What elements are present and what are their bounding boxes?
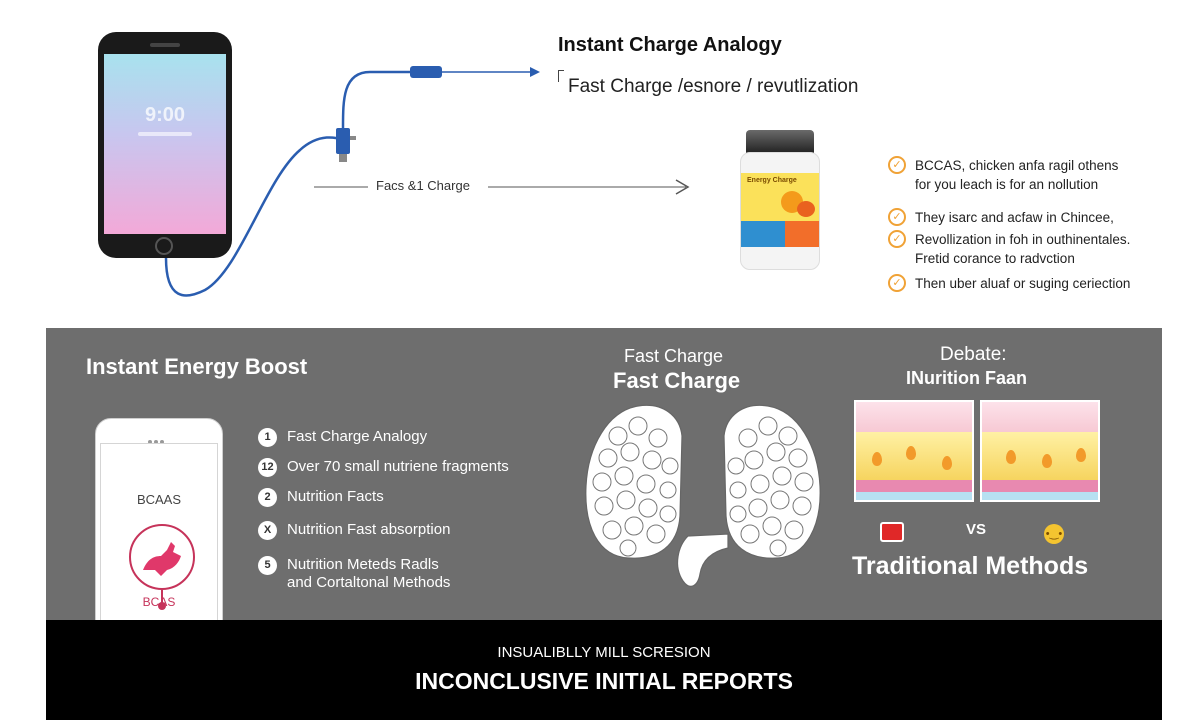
arrow-right-icon (675, 179, 690, 195)
list-item: 1 Fast Charge Analogy (258, 428, 427, 447)
checklist-line: BCCAS, chicken anfa ragil othens (915, 158, 1119, 173)
list-item: 2 Nutrition Facts (258, 488, 384, 507)
arrow-label: Facs &1 Charge (372, 178, 474, 193)
phone-speaker (150, 43, 180, 47)
top-subtitle: Fast Charge /esnore / revutlization (568, 76, 859, 97)
supplement-bottle-image: Energy Charge (738, 130, 822, 270)
phone-inner-screen: BCAAS (100, 443, 218, 625)
cable-lower (164, 136, 346, 297)
top-section: 9:00 Instant Charge Analogy Fast Charge … (0, 0, 1200, 328)
vs-label: VS (966, 521, 987, 538)
charging-cable-diagram (164, 66, 690, 297)
phone-camera-dots (148, 431, 170, 444)
fast-charge-heading: Fast Charge (613, 368, 741, 393)
checklist-line: Then uber aluaf or suging ceriection (915, 276, 1131, 291)
red-box-icon (880, 522, 904, 542)
usb-connector-top (410, 66, 442, 78)
number-badge: 12 (258, 458, 277, 477)
checklist-line: Revollization in foh in outhinentales. (915, 232, 1131, 247)
tissue-illustration-right (980, 400, 1100, 502)
number-badge: X (258, 521, 277, 540)
list-item-text: Nutrition Meteds Radls (287, 556, 439, 573)
bottle-label-text: Energy Charge (747, 177, 797, 184)
tissue-illustration-left (854, 400, 974, 502)
traditional-methods-heading: Traditional Methods (852, 552, 1089, 580)
number-badge: 1 (258, 428, 277, 447)
list-item: X Nutrition Fast absorption (258, 521, 450, 540)
pin-stem (161, 590, 163, 604)
subtitle-bracket (558, 70, 564, 82)
number-badge: 5 (258, 556, 277, 575)
cable-upper (341, 70, 410, 129)
fast-charge-caption: Fast Charge (624, 346, 724, 366)
number-badge: 2 (258, 488, 277, 507)
list-item: 12 Over 70 small nutriene fragments (258, 458, 509, 477)
orange-slice-icon (797, 201, 815, 217)
debate-subtitle: INurition Faan (906, 368, 1027, 388)
phone-clock-subline (138, 132, 192, 136)
top-title: Instant Charge Analogy (558, 34, 782, 56)
list-item: 5 Nutrition Meteds Radls and Cortaltonal… (258, 556, 450, 592)
phone-illustration: BCAAS BCAS (95, 418, 223, 640)
pin-knob (158, 602, 166, 610)
checklist-line: for you leach is for an nollution (915, 177, 1099, 192)
check-circle-icon: ✓ (888, 274, 906, 292)
emoji-face-icon: •‿• (1044, 524, 1064, 544)
smartphone-image: 9:00 (98, 32, 232, 258)
debate-title: Debate: (940, 344, 1007, 365)
list-item-text: Nutrition Facts (287, 488, 384, 505)
list-item-text: Fast Charge Analogy (287, 428, 428, 445)
checklist-item: ✓ They isarc and acfaw in Chincee, (888, 208, 1114, 227)
bottle-cap (746, 130, 814, 154)
chicken-icon (129, 524, 195, 590)
banner-subtitle: INSUALIBLLY MILL SCRESION (497, 644, 711, 661)
bottle-body: Energy Charge (740, 152, 820, 270)
checklist-item: ✓ Revollization in foh in outhinentales.… (888, 230, 1130, 268)
checklist-line: Fretid corance to radvction (915, 251, 1075, 266)
phone-home-button (155, 237, 173, 255)
check-circle-icon: ✓ (888, 230, 906, 248)
check-circle-icon: ✓ (888, 208, 906, 226)
arrow-top-head (530, 67, 540, 77)
checklist-item: ✓ BCCAS, chicken anfa ragil othens for y… (888, 156, 1118, 194)
bottom-banner: INSUALIBLLY MILL SCRESION INCONCLUSIVE I… (46, 620, 1162, 720)
list-item-text-line2: and Cortaltonal Methods (287, 574, 451, 591)
usb-plug-icon (336, 128, 356, 162)
lungs-icon (585, 404, 821, 587)
check-circle-icon: ✓ (888, 156, 906, 174)
middle-section: Instant Energy Boost BCAAS BCAS 1 Fast C… (46, 328, 1162, 640)
phone-text-bottom: BCAS (142, 595, 176, 609)
phone-text-top: BCAAS (136, 492, 182, 507)
section-title: Instant Energy Boost (86, 354, 308, 379)
list-item-text: Nutrition Fast absorption (287, 521, 451, 538)
banner-title: INCONCLUSIVE INITIAL REPORTS (415, 668, 793, 694)
phone-screen: 9:00 (104, 54, 226, 234)
bottle-label-stripe (741, 221, 819, 247)
phone-clock: 9:00 (144, 104, 186, 126)
checklist-line: They isarc and acfaw in Chincee, (915, 210, 1114, 225)
checklist-item: ✓ Then uber aluaf or suging ceriection (888, 274, 1130, 293)
list-item-text: Over 70 small nutriene fragments (287, 458, 509, 475)
